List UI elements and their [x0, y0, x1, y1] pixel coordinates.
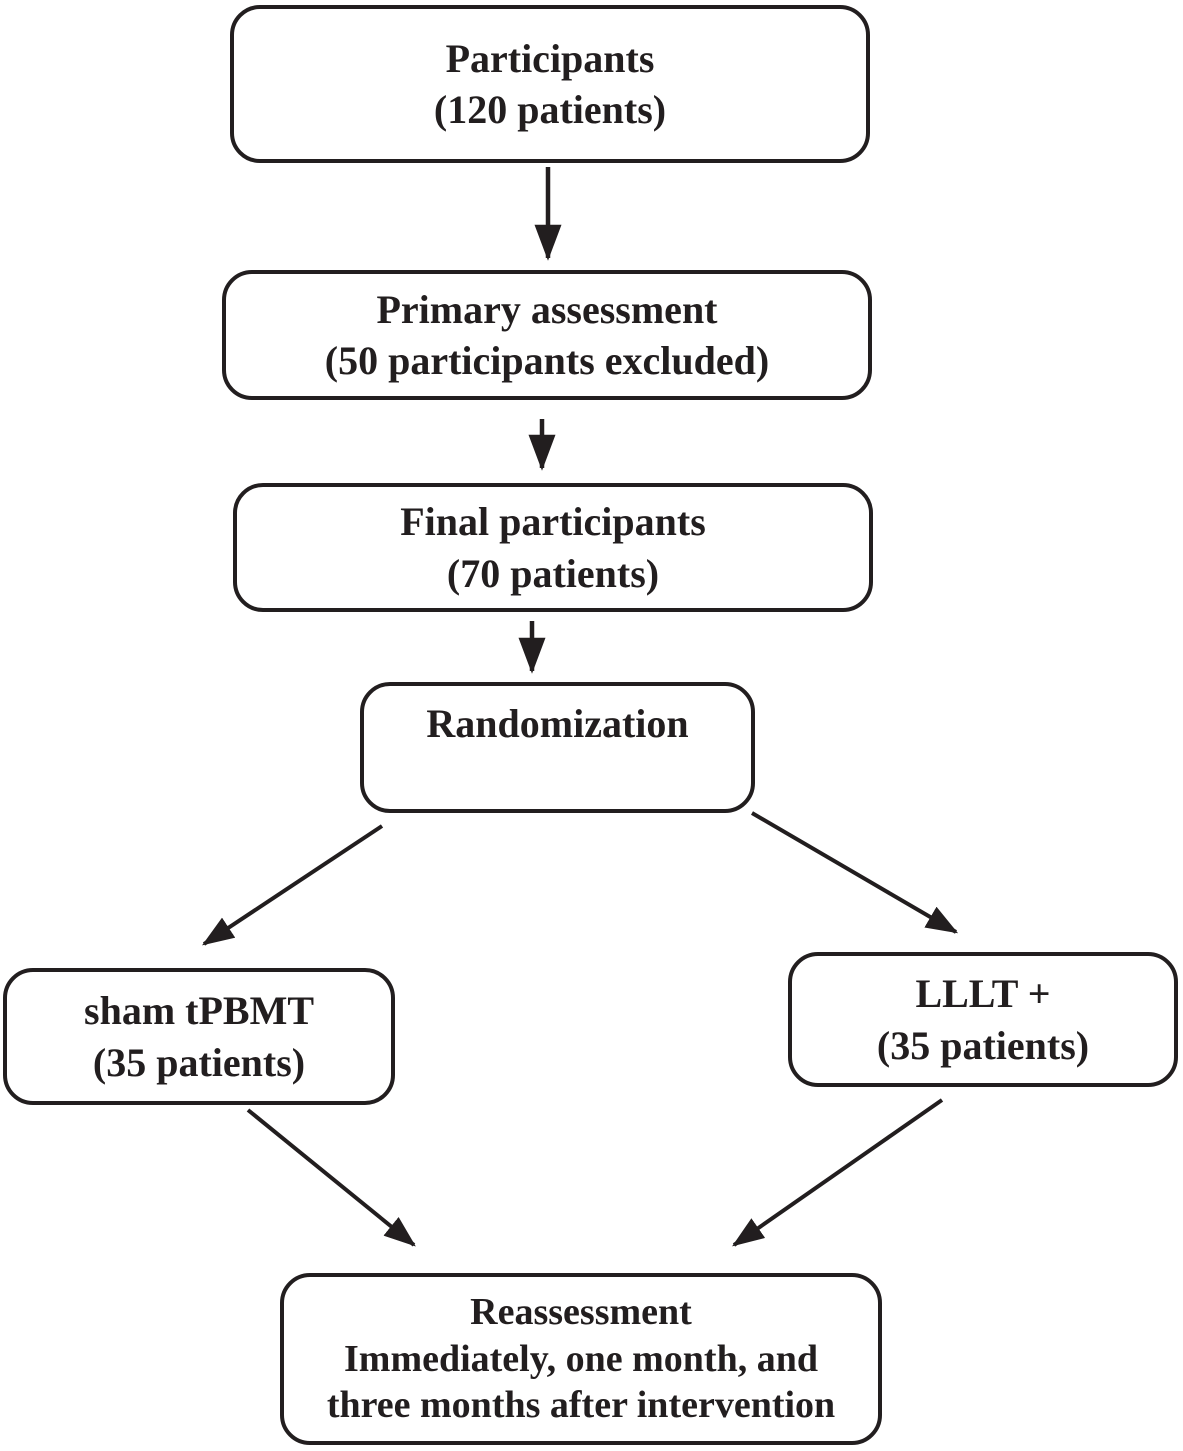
node-primary-assessment: Primary assessment (50 participants excl…	[222, 270, 872, 400]
node-lllt-line1: LLLT +	[915, 971, 1051, 1017]
node-final-participants-line1: Final participants	[400, 499, 706, 545]
node-sham-tpbmt-line1: sham tPBMT	[84, 988, 314, 1034]
arrow-randomization-to-lllt	[750, 811, 959, 934]
node-participants: Participants (120 patients)	[230, 5, 870, 163]
arrow-randomization-to-sham	[201, 824, 384, 946]
node-lllt-line2: (35 patients)	[876, 1022, 1090, 1068]
node-primary-assessment-line1: Primary assessment	[376, 286, 718, 332]
node-reassessment-line3: three months after intervention	[326, 1384, 836, 1427]
node-sham-tpbmt-line2: (35 patients)	[92, 1039, 306, 1085]
node-randomization-line1: Randomization	[426, 701, 689, 746]
node-reassessment: Reassessment Immediately, one month, and…	[280, 1273, 882, 1445]
node-reassessment-line1: Reassessment	[470, 1291, 692, 1334]
node-participants-line2: (120 patients)	[433, 87, 667, 132]
node-reassessment-line2: Immediately, one month, and	[344, 1337, 818, 1380]
node-sham-tpbmt: sham tPBMT (35 patients)	[3, 968, 395, 1105]
node-lllt: LLLT + (35 patients)	[788, 952, 1178, 1087]
node-randomization: Randomization	[360, 682, 755, 813]
arrow-lllt-to-reassessment	[732, 1098, 944, 1247]
node-final-participants: Final participants (70 patients)	[233, 483, 873, 612]
arrow-sham-to-reassessment	[246, 1108, 416, 1247]
node-primary-assessment-line2: (50 participants excluded)	[324, 338, 770, 383]
node-final-participants-line2: (70 patients)	[446, 550, 660, 596]
node-participants-line1: Participants	[445, 35, 655, 81]
